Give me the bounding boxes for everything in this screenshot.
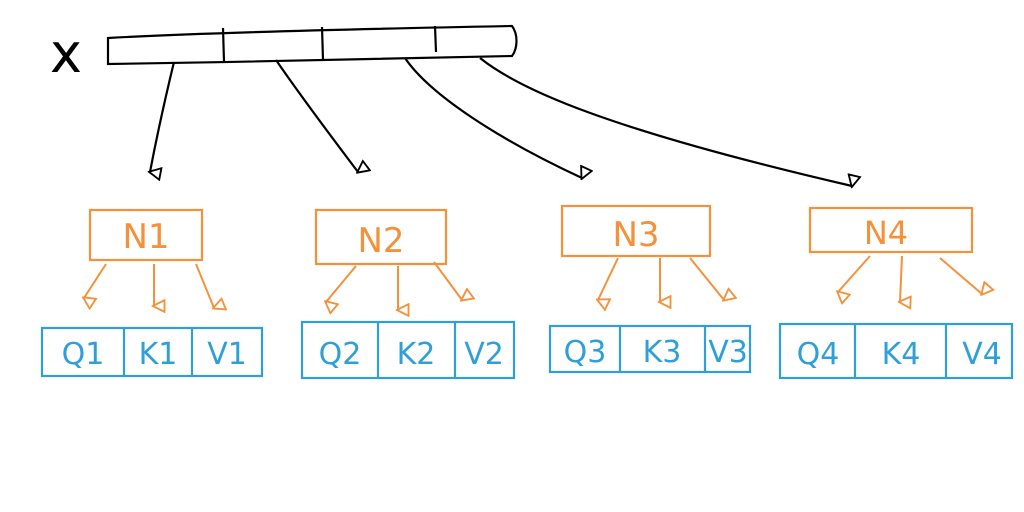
- arrow-to-n1: [150, 61, 176, 172]
- v-label: V2: [464, 337, 504, 372]
- input-arrows: [150, 57, 852, 186]
- head-4: N4 Q4 K4 V4: [778, 206, 1014, 380]
- node-label: N1: [122, 217, 169, 257]
- k-label: K2: [397, 337, 436, 372]
- node-arrow-q: [326, 265, 357, 302]
- input-vector-divider: [221, 27, 226, 63]
- node-arrow-v: [433, 261, 462, 300]
- arrow-to-n2: [275, 59, 358, 172]
- k-label: K1: [139, 337, 178, 372]
- qkv-box: [40, 326, 264, 378]
- head-2: N2 Q2 K2 V2: [300, 208, 516, 380]
- node-label: N3: [612, 215, 659, 255]
- node-arrow-v: [939, 257, 982, 294]
- input-vector: [106, 24, 518, 66]
- q-label: Q1: [62, 337, 105, 372]
- input-vector-divider: [433, 25, 438, 53]
- node-arrow-q: [598, 257, 619, 300]
- node-label: N2: [357, 221, 404, 261]
- input-label: x: [50, 22, 82, 85]
- k-label: K3: [643, 335, 682, 370]
- qkv-box: [548, 324, 752, 374]
- node-arrow-v: [689, 257, 724, 300]
- v-label: V4: [962, 337, 1002, 372]
- head-3: N3 Q3 K3 V3: [548, 204, 752, 374]
- input-vector-divider: [320, 26, 325, 61]
- input-vector-outline: [106, 24, 518, 66]
- qkv-box: [778, 322, 1014, 380]
- head-1: N1 Q1 K1 V1: [40, 208, 264, 378]
- v-label: V1: [207, 337, 247, 372]
- arrow-to-n3: [404, 57, 582, 178]
- q-label: Q2: [319, 337, 362, 372]
- q-label: Q4: [797, 337, 840, 372]
- node-arrow-q: [838, 255, 871, 292]
- node-arrow-v: [195, 263, 214, 308]
- k-label: K4: [882, 337, 921, 372]
- arrow-to-n4: [479, 57, 852, 186]
- qkv-box: [300, 320, 516, 380]
- node-box: [314, 208, 448, 266]
- node-arrow-k: [900, 255, 902, 302]
- node-box: [808, 206, 974, 254]
- q-label: Q3: [564, 335, 607, 370]
- v-label: V3: [708, 335, 748, 370]
- node-label: N4: [864, 214, 908, 252]
- node-box: [560, 204, 712, 258]
- node-box: [88, 208, 204, 262]
- node-arrow-q: [84, 263, 107, 298]
